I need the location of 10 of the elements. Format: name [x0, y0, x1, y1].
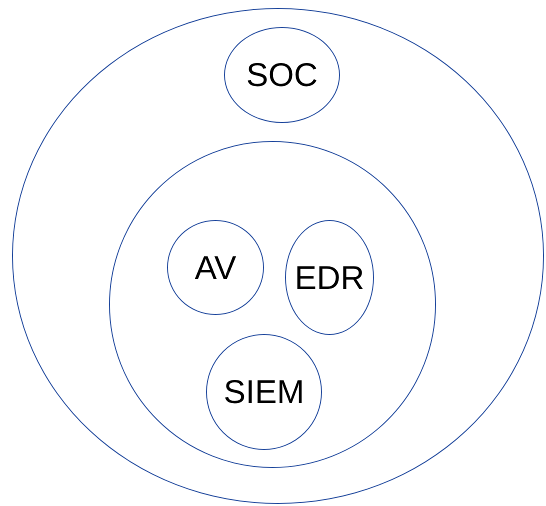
circle-node	[285, 220, 374, 335]
circle-node	[206, 334, 322, 450]
node-label: AV	[194, 248, 236, 286]
node-label: SIEM	[224, 373, 304, 411]
node-label: EDR	[294, 258, 364, 296]
outline-ellipse	[12, 8, 544, 504]
node-label: SOC	[246, 56, 318, 94]
outline-circle	[109, 141, 436, 468]
circle-node	[167, 220, 264, 315]
circle-node	[224, 27, 340, 123]
